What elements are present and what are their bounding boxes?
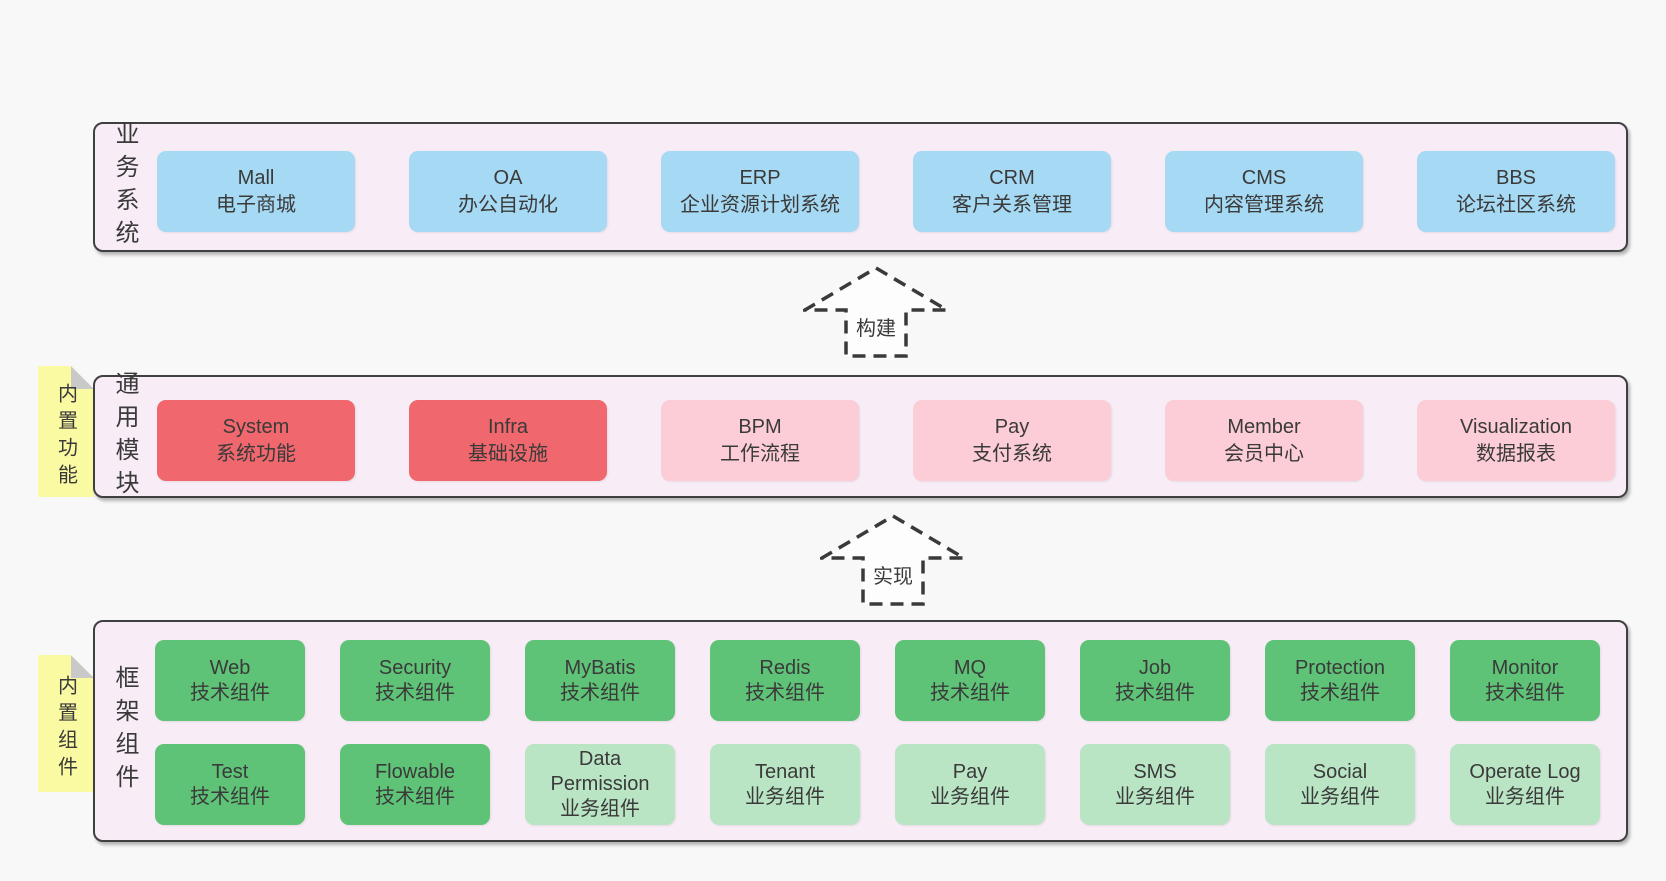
build-arrow-icon: 构建 xyxy=(803,266,949,358)
layer-business-systems: 业务系统 Mall 电子商城 OA 办公自动化 ERP 企业资源计划系统 CRM… xyxy=(93,121,1628,253)
box-operate-log: Operate Log 业务组件 xyxy=(1450,744,1600,825)
layer-common-modules: 通用模块 System 系统功能 Infra 基础设施 BPM 工作流程 Pay… xyxy=(93,371,1628,503)
box-visualization: Visualization 数据报表 xyxy=(1417,400,1615,481)
box-data-permission: Data Permission 业务组件 xyxy=(525,744,675,825)
box-oa: OA 办公自动化 xyxy=(409,151,607,232)
box-member: Member 会员中心 xyxy=(1165,400,1363,481)
sticky-note-label: 内置功能 xyxy=(54,382,77,491)
box-subtitle: 企业资源计划系统 xyxy=(680,193,840,216)
box-subtitle: 业务组件 xyxy=(560,798,640,820)
box-pay-module: Pay 支付系统 xyxy=(913,400,1111,481)
box-subtitle: 客户关系管理 xyxy=(952,193,1072,216)
arrow-label: 构建 xyxy=(854,312,898,341)
box-web: Web 技术组件 xyxy=(155,640,305,721)
box-bpm: BPM 工作流程 xyxy=(661,400,859,481)
box-subtitle: 业务组件 xyxy=(1485,785,1565,808)
box-title: CRM xyxy=(989,166,1035,189)
box-erp: ERP 企业资源计划系统 xyxy=(661,151,859,232)
box-monitor: Monitor 技术组件 xyxy=(1450,640,1600,721)
box-subtitle: 内容管理系统 xyxy=(1204,193,1324,216)
box-title: Redis xyxy=(759,656,811,679)
box-title: Web xyxy=(209,656,251,679)
box-subtitle: 论坛社区系统 xyxy=(1456,193,1576,216)
box-mall: Mall 电子商城 xyxy=(157,151,355,232)
box-subtitle: 技术组件 xyxy=(745,681,825,704)
box-cms: CMS 内容管理系统 xyxy=(1165,151,1363,232)
arrow-label: 实现 xyxy=(871,560,915,589)
box-subtitle: 技术组件 xyxy=(190,785,270,808)
box-mq: MQ 技术组件 xyxy=(895,640,1045,721)
box-subtitle: 支付系统 xyxy=(972,442,1052,465)
box-pay-component: Pay 业务组件 xyxy=(895,744,1045,825)
box-title: SMS xyxy=(1133,760,1177,783)
box-subtitle: 技术组件 xyxy=(560,681,640,704)
box-title: Pay xyxy=(952,760,988,783)
box-title: Tenant xyxy=(754,760,816,783)
box-subtitle: 技术组件 xyxy=(1300,681,1380,704)
implement-arrow-icon: 实现 xyxy=(820,514,966,606)
layer-side-label: 业务系统 xyxy=(111,121,138,253)
box-subtitle: 基础设施 xyxy=(468,442,548,465)
box-protection: Protection 技术组件 xyxy=(1265,640,1415,721)
box-subtitle: 技术组件 xyxy=(375,681,455,704)
box-title: OA xyxy=(493,166,523,189)
box-redis: Redis 技术组件 xyxy=(710,640,860,721)
box-test: Test 技术组件 xyxy=(155,744,305,825)
box-title: Job xyxy=(1138,656,1172,679)
box-mybatis: MyBatis 技术组件 xyxy=(525,640,675,721)
box-subtitle: 技术组件 xyxy=(375,785,455,808)
box-bbs: BBS 论坛社区系统 xyxy=(1417,151,1615,232)
box-title: ERP xyxy=(739,166,781,189)
box-subtitle: 技术组件 xyxy=(190,681,270,704)
box-subtitle: 系统功能 xyxy=(216,442,296,465)
box-title: System xyxy=(222,415,290,438)
box-title: Pay xyxy=(994,415,1030,438)
box-social: Social 业务组件 xyxy=(1265,744,1415,825)
box-sms: SMS 业务组件 xyxy=(1080,744,1230,825)
box-system: System 系统功能 xyxy=(157,400,355,481)
box-subtitle: 电子商城 xyxy=(216,193,296,216)
box-title: MQ xyxy=(953,656,987,679)
box-subtitle: 业务组件 xyxy=(745,785,825,808)
box-title: Data Permission xyxy=(550,748,650,795)
box-crm: CRM 客户关系管理 xyxy=(913,151,1111,232)
sticky-note-label: 内置组件 xyxy=(54,674,77,783)
box-subtitle: 工作流程 xyxy=(720,442,800,465)
box-title: Protection xyxy=(1294,656,1386,679)
box-title: Member xyxy=(1227,415,1301,438)
sticky-note-built-in-functions: 内置功能 xyxy=(38,366,94,497)
box-subtitle: 数据报表 xyxy=(1476,442,1556,465)
box-tenant: Tenant 业务组件 xyxy=(710,744,860,825)
box-title: Monitor xyxy=(1491,656,1559,679)
box-subtitle: 技术组件 xyxy=(1485,681,1565,704)
box-subtitle: 技术组件 xyxy=(930,681,1010,704)
box-security: Security 技术组件 xyxy=(340,640,490,721)
box-title: Flowable xyxy=(374,760,456,783)
box-title: MyBatis xyxy=(564,656,636,679)
layer-framework-components: 框架组件 Web 技术组件 Security 技术组件 MyBatis 技术组件… xyxy=(93,620,1628,842)
box-subtitle: 业务组件 xyxy=(1115,785,1195,808)
box-title: Security xyxy=(378,656,452,679)
box-subtitle: 会员中心 xyxy=(1224,442,1304,465)
box-subtitle: 业务组件 xyxy=(1300,785,1380,808)
sticky-note-built-in-components: 内置组件 xyxy=(38,655,94,792)
box-subtitle: 技术组件 xyxy=(1115,681,1195,704)
box-title: Social xyxy=(1312,760,1368,783)
box-job: Job 技术组件 xyxy=(1080,640,1230,721)
box-title: BBS xyxy=(1495,166,1537,189)
box-title: Test xyxy=(211,760,249,783)
box-subtitle: 业务组件 xyxy=(930,785,1010,808)
box-subtitle: 办公自动化 xyxy=(458,193,558,216)
box-title: Infra xyxy=(487,415,529,438)
box-title: CMS xyxy=(1241,166,1287,189)
layer-side-label: 框架组件 xyxy=(111,665,138,797)
box-title: Visualization xyxy=(1460,415,1572,438)
layer-side-label: 通用模块 xyxy=(111,370,138,503)
box-title: Operate Log xyxy=(1469,760,1581,783)
box-flowable: Flowable 技术组件 xyxy=(340,744,490,825)
box-title: Mall xyxy=(237,166,275,189)
box-title: BPM xyxy=(738,415,782,438)
box-infra: Infra 基础设施 xyxy=(409,400,607,481)
